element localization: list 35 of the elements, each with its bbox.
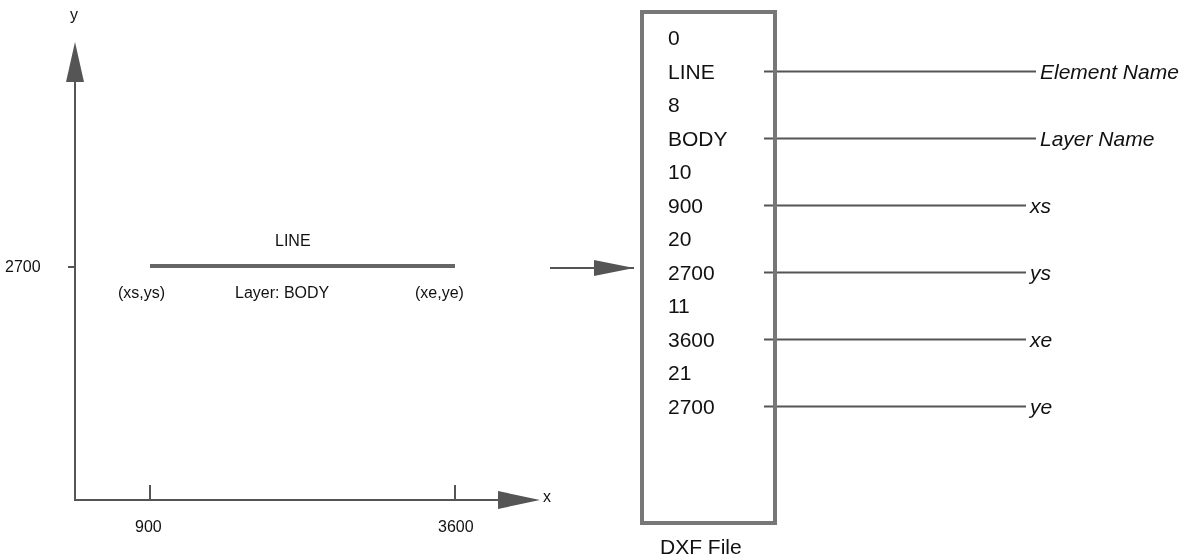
- annotation-label: ys: [1030, 260, 1051, 285]
- annotation-label: Layer Name: [1040, 126, 1155, 151]
- code-line: 11: [668, 294, 764, 318]
- tick-label: 3600: [438, 518, 474, 536]
- code-line: 8: [668, 93, 764, 117]
- annotation-label: xe: [1030, 327, 1053, 352]
- point-label: (xe,ye): [415, 284, 464, 302]
- leader-line: [763, 271, 1027, 274]
- leader-line: [763, 70, 1037, 73]
- code-line: 10: [668, 160, 764, 184]
- leader-line: [763, 137, 1037, 140]
- annotation-label: Element Name: [1040, 59, 1179, 84]
- point-label: (xs,ys): [118, 284, 166, 302]
- leader-line: [763, 338, 1027, 341]
- arrow: [549, 260, 635, 276]
- file-caption: DXF File: [660, 535, 742, 557]
- code-line: 21: [668, 361, 764, 385]
- layer-label: Layer: BODY: [235, 284, 330, 302]
- code-line: 2700: [668, 394, 764, 419]
- annotation-label: xs: [1030, 193, 1051, 218]
- tick-label: 900: [135, 518, 162, 536]
- code-line: 20: [668, 227, 764, 251]
- code-line: LINE: [668, 59, 764, 84]
- code-line: 2700: [668, 260, 764, 285]
- line-label: LINE: [275, 232, 311, 250]
- tick-label: 2700: [5, 258, 41, 276]
- annotation-label: ye: [1030, 394, 1053, 419]
- leader-line: [763, 405, 1027, 408]
- code-line: BODY: [668, 126, 764, 151]
- leader-line: [763, 204, 1027, 207]
- code-line: 900: [668, 193, 764, 218]
- axis-label: x: [543, 488, 551, 506]
- axis-label: y: [70, 6, 78, 24]
- code-line: 3600: [668, 327, 764, 352]
- code-line: 0: [668, 26, 764, 50]
